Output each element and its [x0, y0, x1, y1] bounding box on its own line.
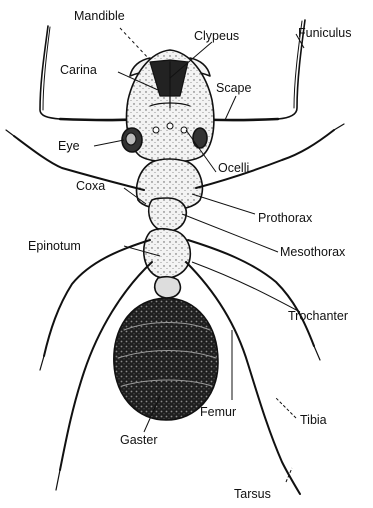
- leader-tibia: [276, 398, 296, 418]
- label-tarsus: Tarsus: [234, 487, 271, 501]
- label-mandible: Mandible: [74, 9, 125, 23]
- label-prothorax: Prothorax: [258, 211, 313, 225]
- label-coxa: Coxa: [76, 179, 105, 193]
- petiole: [155, 277, 181, 298]
- gaster: [114, 298, 218, 420]
- label-carina: Carina: [60, 63, 97, 77]
- mesothorax: [149, 198, 187, 231]
- label-funiculus: Funiculus: [298, 26, 352, 40]
- leader-eye: [94, 140, 124, 146]
- label-femur: Femur: [200, 405, 236, 419]
- label-trochanter: Trochanter: [288, 309, 348, 323]
- label-clypeus: Clypeus: [194, 29, 239, 43]
- leader-prothorax: [192, 194, 255, 214]
- label-tibia: Tibia: [300, 413, 327, 427]
- leader-mandible: [120, 28, 150, 60]
- right-eye: [193, 128, 207, 148]
- label-epinotum: Epinotum: [28, 239, 81, 253]
- leader-scape: [225, 96, 236, 120]
- ocellus: [153, 127, 159, 133]
- label-mesothorax: Mesothorax: [280, 245, 346, 259]
- label-ocelli: Ocelli: [218, 161, 249, 175]
- label-scape: Scape: [216, 81, 251, 95]
- label-gaster: Gaster: [120, 433, 158, 447]
- label-eye: Eye: [58, 139, 80, 153]
